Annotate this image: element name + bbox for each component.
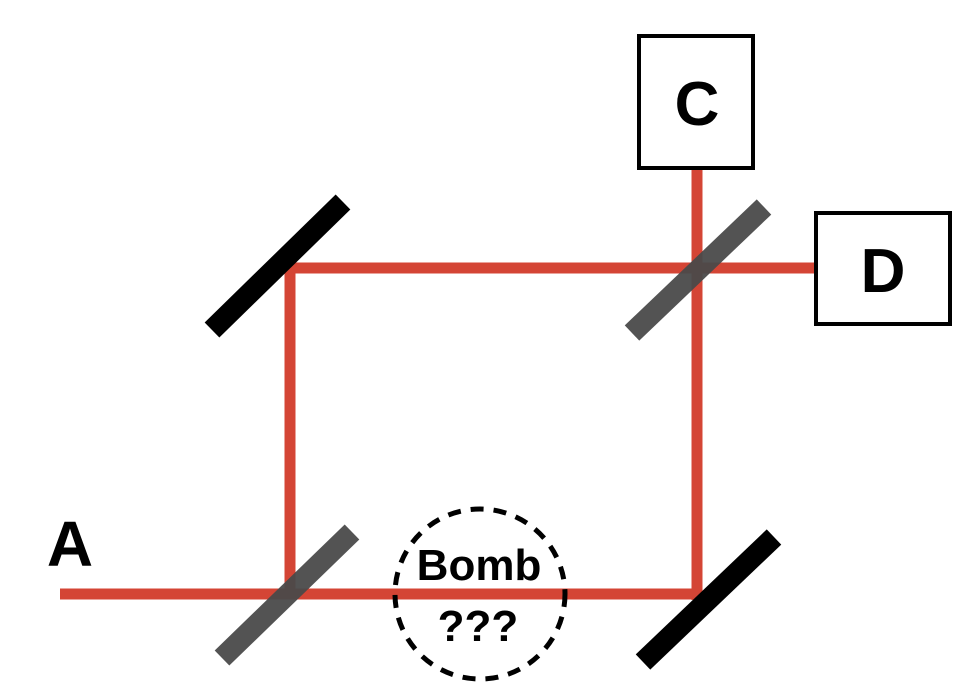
bomb: Bomb ??? bbox=[392, 506, 568, 682]
detector-c: C bbox=[637, 34, 755, 170]
bomb-unknown-label: ??? bbox=[438, 602, 519, 651]
detector-d-label: D bbox=[861, 237, 906, 306]
beam-splitter-input bbox=[214, 524, 360, 666]
mirror-top-left bbox=[204, 194, 351, 338]
beam-splitter-output bbox=[624, 199, 772, 341]
source-label: A bbox=[47, 508, 93, 580]
bomb-label: Bomb bbox=[417, 541, 542, 590]
detector-c-label: C bbox=[675, 70, 720, 139]
beam-paths bbox=[60, 168, 815, 600]
mirror-bottom-right bbox=[635, 529, 782, 670]
detector-d: D bbox=[814, 211, 952, 326]
